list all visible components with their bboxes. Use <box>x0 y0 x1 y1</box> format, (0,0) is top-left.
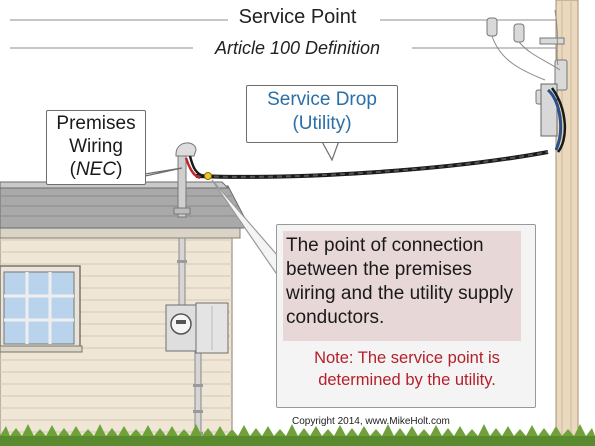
premises-nec: NEC <box>75 159 117 180</box>
page-title: Service Point <box>238 6 357 28</box>
title-rules <box>10 19 560 49</box>
definition-text: The point of connection between the prem… <box>286 235 514 328</box>
service-drop-wire <box>184 150 549 180</box>
premises-label-line2: Wiring <box>69 136 123 157</box>
premises-wiring-callout: Premises Wiring (NEC) <box>46 110 146 185</box>
pole-bracket <box>540 83 567 153</box>
service-drop-callout: Service Drop (Utility) <box>246 85 398 143</box>
service-mast <box>173 142 197 218</box>
premises-label-line3: (NEC) <box>47 158 145 181</box>
service-drop-label-line2: (Utility) <box>292 113 352 134</box>
page-subtitle: Article 100 Definition <box>214 38 381 58</box>
house-window <box>0 265 83 353</box>
service-drop-label-line1: Service Drop <box>267 89 377 110</box>
pole-wiring <box>491 9 561 81</box>
premises-paren-close: ) <box>116 159 123 180</box>
house-roof <box>0 181 251 229</box>
meter-enclosure <box>165 302 229 354</box>
definition-highlight <box>283 231 521 341</box>
premises-paren-open: ( <box>69 159 76 180</box>
note-text: Note: The service point is determined by… <box>314 349 500 389</box>
service-point-marker <box>204 172 212 180</box>
premises-label-line1: Premises <box>56 113 136 134</box>
grass <box>0 424 595 446</box>
definition-callout <box>276 224 536 408</box>
copyright: Copyright 2014, www.MikeHolt.com <box>292 416 450 427</box>
